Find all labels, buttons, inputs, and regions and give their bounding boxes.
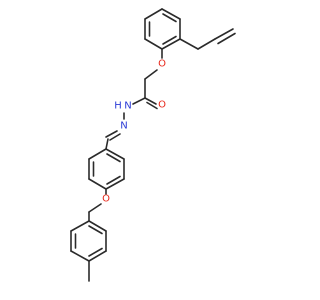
imine-nitrogen-label: N xyxy=(120,121,127,132)
amide-hydrogen-label: H xyxy=(114,101,122,112)
allyl-chain xyxy=(179,28,236,50)
bottom-tolyl-ring xyxy=(70,220,107,282)
ether-oxygen-bottom-label: O xyxy=(102,194,110,205)
top-phenyl-ring xyxy=(144,8,181,50)
middle-phenyl-ring xyxy=(88,148,125,190)
molecule-structure-diagram: O O N H N O xyxy=(70,8,236,282)
acetohydrazide-linker xyxy=(105,48,163,150)
carbonyl-oxygen-label: O xyxy=(158,100,166,111)
ether-oxygen-top-label: O xyxy=(158,59,166,70)
amide-nitrogen-label: N xyxy=(124,101,131,112)
benzyloxy-linker xyxy=(88,188,107,222)
